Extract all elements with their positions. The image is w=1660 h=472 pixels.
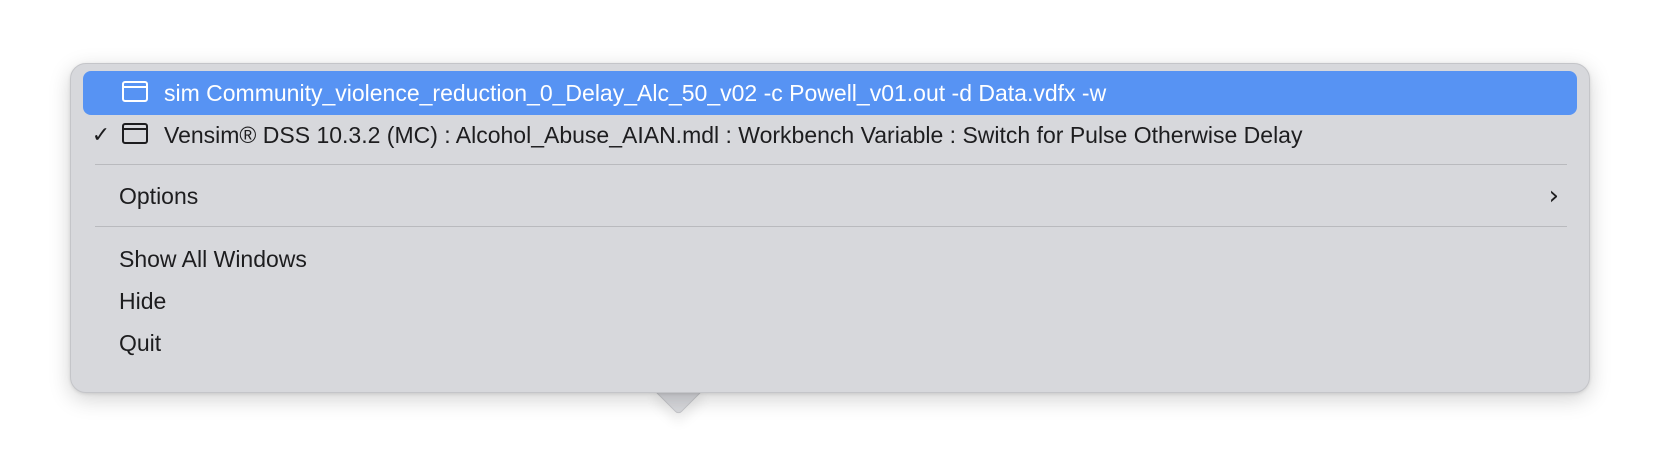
menu-item-label: Options (119, 182, 199, 209)
window-icon (122, 81, 148, 102)
menu-item-label: Vensim® DSS 10.3.2 (MC) : Alcohol_Abuse_… (164, 121, 1303, 148)
window-icon (122, 123, 148, 144)
checkmark-icon: ✓ (91, 122, 111, 148)
menu-item-show-all-windows[interactable]: Show All Windows (83, 237, 1577, 281)
menu-item-label: sim Community_violence_reduction_0_Delay… (164, 79, 1107, 106)
dock-context-menu: sim Community_violence_reduction_0_Delay… (70, 63, 1590, 416)
menu-item-quit[interactable]: Quit (83, 321, 1577, 365)
menu-item-label: Show All Windows (119, 245, 307, 272)
menu-separator (95, 226, 1567, 227)
chevron-right-icon: › (1548, 181, 1559, 211)
menu-item-options[interactable]: Options › (83, 174, 1577, 218)
menu-separator (95, 164, 1567, 165)
menu-item-label: Hide (119, 287, 167, 314)
menu-item-window-vensim[interactable]: ✓ Vensim® DSS 10.3.2 (MC) : Alcohol_Abus… (83, 113, 1577, 157)
menu-item-hide[interactable]: Hide (83, 279, 1577, 323)
menu-panel: sim Community_violence_reduction_0_Delay… (70, 63, 1590, 393)
menu-item-window-sim[interactable]: sim Community_violence_reduction_0_Delay… (83, 71, 1577, 115)
menu-item-label: Quit (119, 329, 162, 356)
